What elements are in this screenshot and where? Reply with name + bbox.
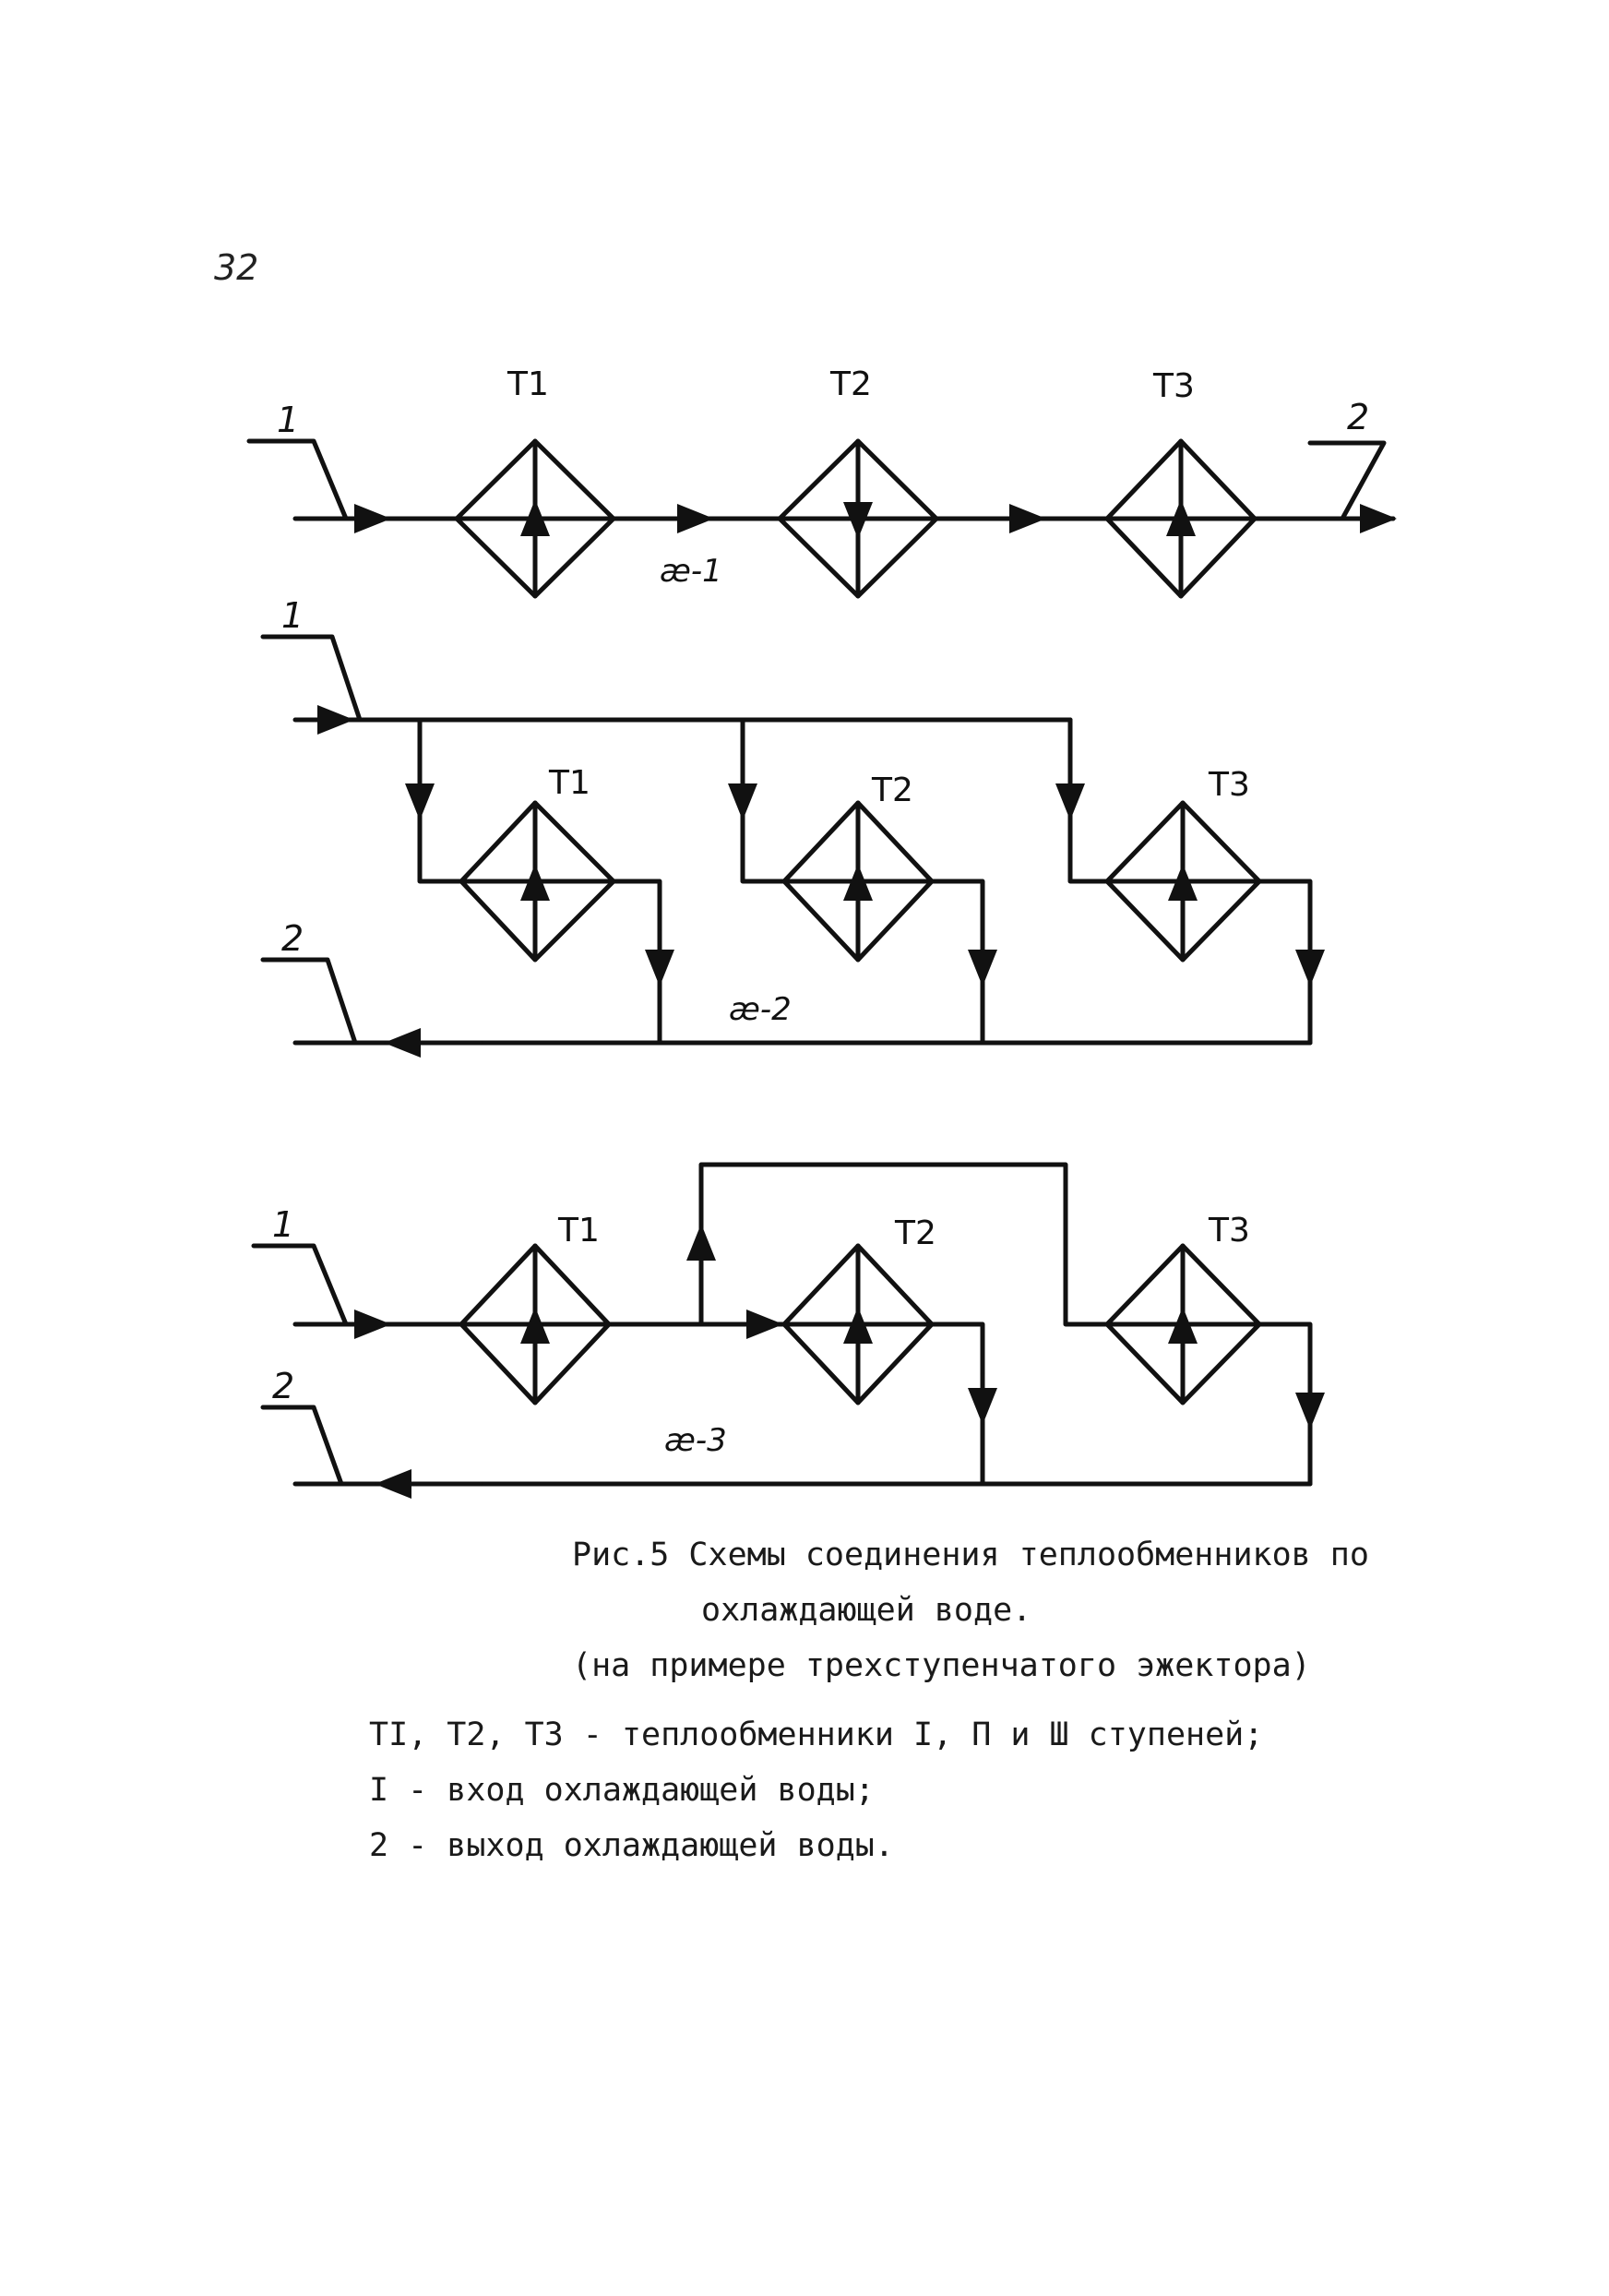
inlet-leader [246, 438, 349, 521]
scheme-1-unit-label-t3: T3 [1152, 367, 1195, 405]
branch-t3-supply [1067, 717, 1110, 884]
heat-exchanger-t1 [459, 1243, 612, 1405]
scheme-3-unit-label-t3: T3 [1208, 1212, 1250, 1250]
legend-line-2: I - вход охлаждающей воды; [369, 1772, 875, 1809]
heat-exchanger-t2 [777, 438, 939, 599]
t3-return [1257, 1321, 1313, 1487]
outlet-leader [1307, 440, 1387, 521]
heat-exchanger-t1 [459, 800, 616, 963]
inlet-leader [260, 634, 363, 723]
caption-line-3: (на примере трехступенчатого эжектора) [572, 1647, 1311, 1684]
figure-caption: Рис.5 Схемы соединения теплообменников п… [572, 1527, 1495, 1693]
branch-t1-return [606, 879, 662, 1046]
caption-line-1: Рис.5 Схемы соединения теплообменников п… [572, 1537, 1369, 1573]
heat-exchanger-t2 [781, 1243, 935, 1405]
bypass-line [698, 1162, 1110, 1327]
branch-t2-supply [740, 717, 787, 884]
t2-return [929, 1321, 985, 1487]
scheme-1-unit-label-t1: T1 [507, 365, 549, 403]
scheme-3-outlet-label: 2 [272, 1366, 294, 1406]
scheme-3-unit-label-t2: T2 [894, 1214, 936, 1252]
scheme-2 [260, 634, 1325, 1058]
scheme-2-outlet-label: 2 [281, 918, 304, 959]
page-number: 32 [214, 247, 259, 288]
scheme-1-unit-label-t2: T2 [829, 365, 872, 403]
inlet-leader [251, 1243, 349, 1327]
scheme-3-kappa-label: æ-3 [664, 1422, 727, 1459]
heat-exchanger-t3 [1104, 438, 1257, 599]
caption-line-2: охлаждающей воде. [701, 1592, 1032, 1629]
legend-line-3: 2 - выход охлаждающей воды. [369, 1827, 894, 1864]
scheme-2-inlet-label: 1 [281, 595, 304, 636]
scheme-2-unit-label-t3: T3 [1208, 766, 1250, 804]
scheme-1-inlet-label: 1 [277, 400, 299, 440]
scheme-2-unit-label-t2: T2 [871, 771, 913, 809]
heat-exchanger-t3 [1104, 1243, 1262, 1405]
scheme-3-unit-label-t1: T1 [557, 1212, 600, 1250]
legend-line-1: TI, T2, T3 - теплообменники I, П и Ш сту… [369, 1716, 1264, 1753]
branch-t3-return [1257, 879, 1313, 1046]
heat-exchanger-t2 [781, 800, 935, 963]
outlet-leader [260, 957, 358, 1046]
scheme-1-outlet-label: 2 [1347, 397, 1369, 437]
scheme-3-inlet-label: 1 [272, 1204, 294, 1245]
heat-exchanger-t3 [1104, 800, 1262, 963]
scheme-2-unit-label-t1: T1 [548, 764, 590, 802]
outlet-leader [260, 1405, 344, 1487]
scheme-3 [251, 1162, 1325, 1499]
scheme-2-kappa-label: æ-2 [729, 991, 792, 1028]
scheme-1 [246, 438, 1397, 599]
branch-t1-supply [417, 717, 464, 884]
legend: TI, T2, T3 - теплообменники I, П и Ш сту… [369, 1707, 1476, 1873]
heat-exchanger-t1 [454, 438, 616, 599]
branch-t2-return [929, 879, 985, 1046]
scheme-1-kappa-label: æ-1 [660, 553, 722, 590]
